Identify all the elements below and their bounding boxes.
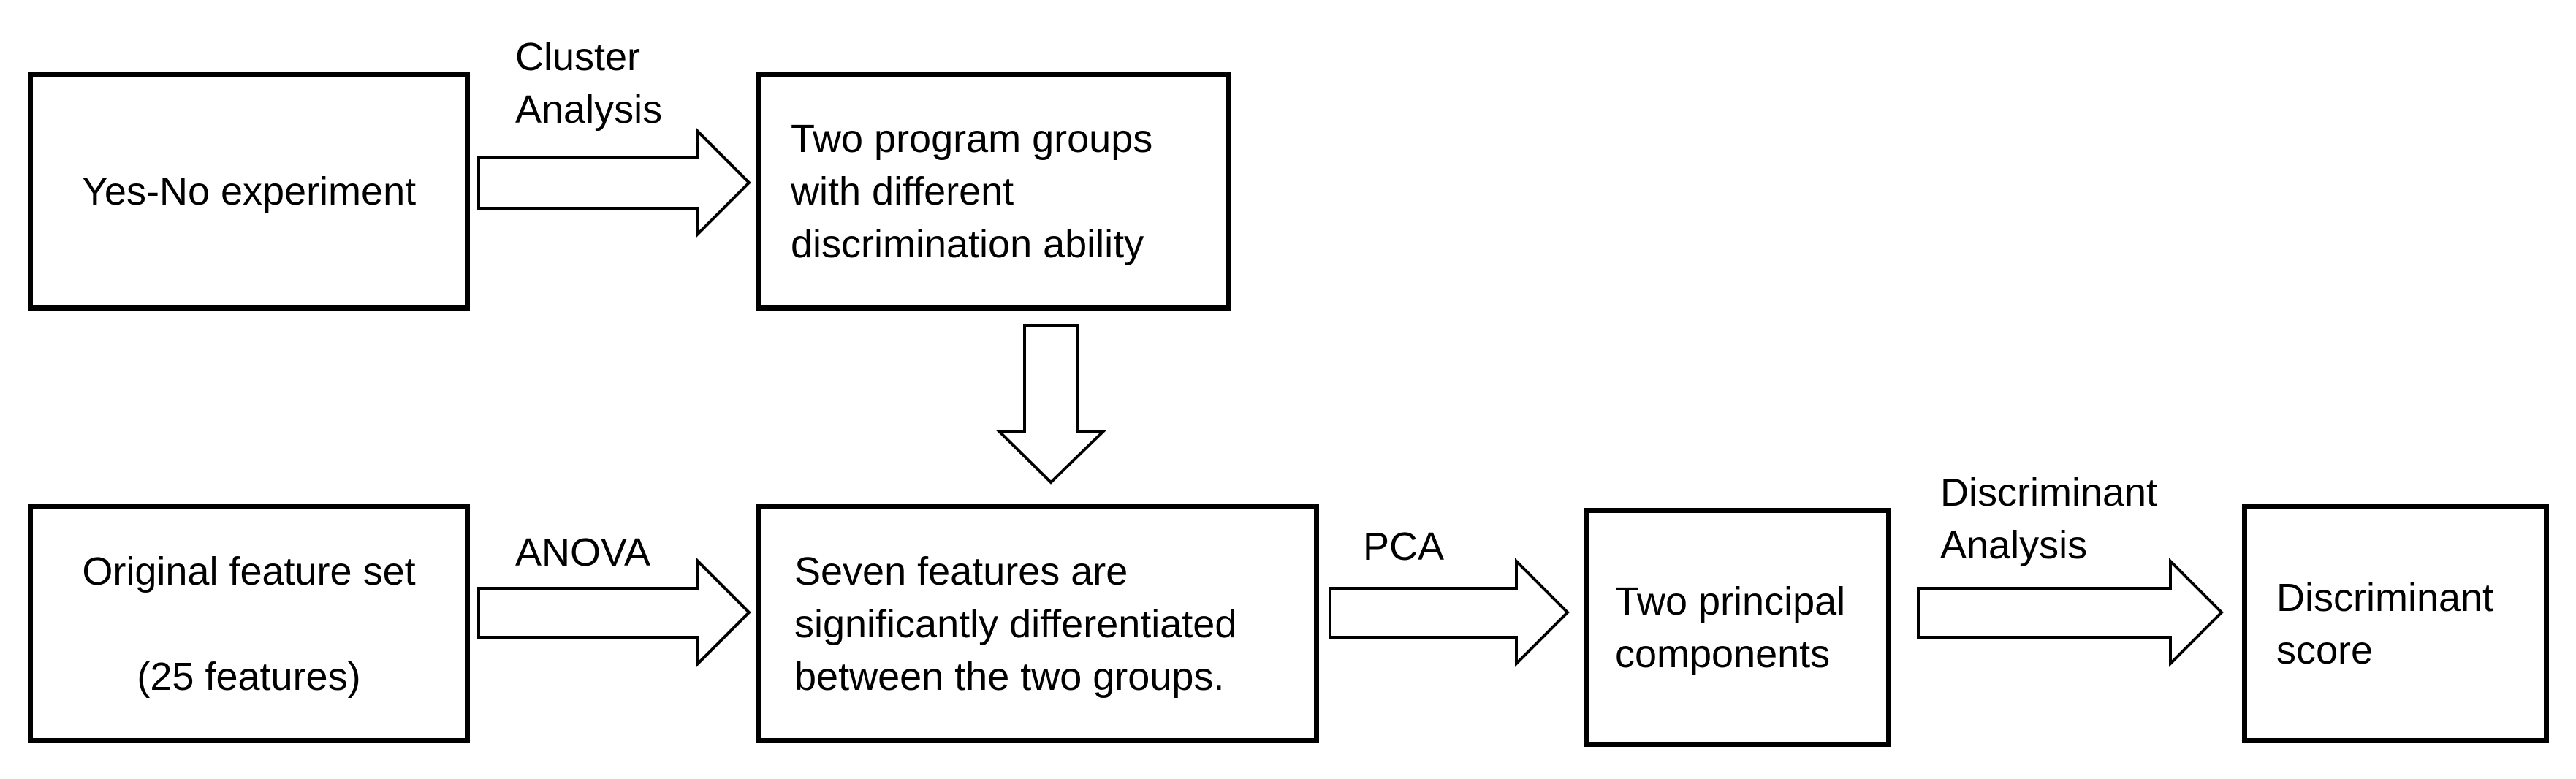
seven-features-text: Seven features are significantly differe…	[794, 549, 1237, 699]
yes-no-experiment-text: Yes-No experiment	[81, 169, 417, 213]
yes-no-experiment-box: Yes-No experiment	[28, 72, 470, 311]
two-program-groups-text: Two program groups with different discri…	[791, 116, 1153, 266]
anova-label: ANOVA	[515, 531, 651, 574]
pca-label: PCA	[1363, 525, 1445, 569]
anova-arrow	[477, 558, 751, 667]
discriminant-score-text: Discriminant score	[2276, 575, 2494, 672]
pca-arrow	[1329, 558, 1570, 667]
cluster-analysis-arrow	[477, 128, 751, 238]
down-arrow	[995, 324, 1107, 484]
two-principal-components-box: Two principal components	[1584, 508, 1891, 747]
discriminant-score-box: Discriminant score	[2242, 504, 2549, 743]
original-feature-set-text: Original feature set (25 features)	[82, 549, 416, 699]
cluster-analysis-label: Cluster Analysis	[515, 35, 663, 132]
original-feature-set-box: Original feature set (25 features)	[28, 504, 470, 743]
two-program-groups-box: Two program groups with different discri…	[756, 72, 1231, 311]
discriminant-analysis-label: Discriminant Analysis	[1940, 471, 2158, 567]
two-principal-components-text: Two principal components	[1615, 579, 1846, 676]
discriminant-analysis-arrow	[1917, 558, 2224, 667]
seven-features-box: Seven features are significantly differe…	[756, 504, 1319, 743]
